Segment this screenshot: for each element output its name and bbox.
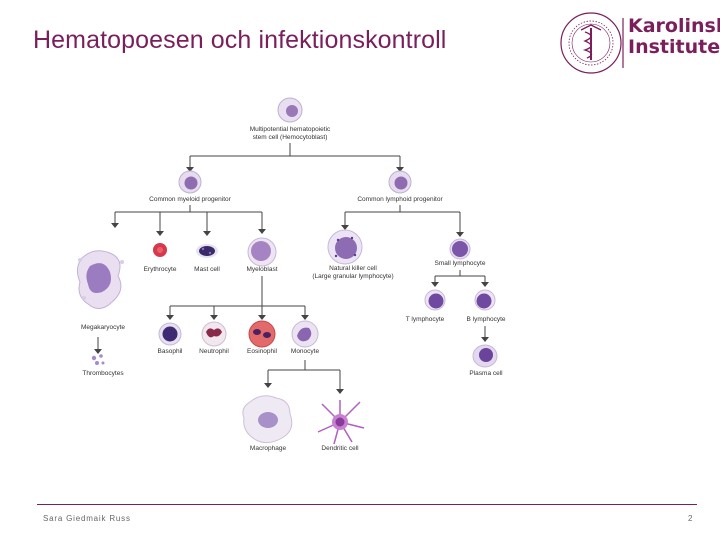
neutrophil-cell [201,321,227,347]
nk-cell [327,229,363,265]
karolinska-seal-icon [560,12,624,74]
dendritic-cell [317,400,365,445]
connector-arrowheads [94,167,489,394]
plasma-cell-label: Plasma cell [469,370,503,377]
karolinska-wordmark: Karolinska Institutet [628,16,720,58]
stem-cell-label: Multipotential hematopoietic stem cell (… [249,126,331,141]
footer-divider [37,504,697,505]
small-lymphocyte-label: Small lymphocyte [434,260,486,267]
macrophage-cell [242,395,293,444]
myeloid-progenitor-cell [178,170,202,194]
thrombocytes-label: Thrombocytes [82,370,124,377]
basophil-cell [158,322,182,346]
eosinophil-cell [248,320,276,348]
logo-name-line2: Institutet [628,36,720,58]
myeloblast-cell [247,237,277,267]
megakaryocyte-label: Megakaryocyte [80,324,126,331]
t-lymphocyte-cell [424,289,446,311]
nk-cell-label: Natural killer cell (Large granular lymp… [312,265,394,280]
t-lymphocyte-label: T lymphocyte [405,316,445,323]
eosinophil-label: Eosinophil [247,348,277,355]
monocyte-cell [291,320,319,348]
dendritic-cell-label: Dendritic cell [321,445,359,452]
plasma-cell [472,344,498,368]
myeloblast-label: Myeloblast [246,266,278,273]
erythrocyte-cell [153,243,167,257]
lymphoid-progenitor-label: Common lymphoid progenitor [357,196,443,203]
mast-cell-label: Mast cell [194,266,220,273]
basophil-label: Basophil [157,348,183,355]
myeloid-progenitor-label: Common myeloid progenitor [149,196,231,203]
page-number: 2 [688,514,693,523]
megakaryocyte-cell [76,250,124,309]
neutrophil-label: Neutrophil [199,348,229,355]
footer-author: Sara Giedmaik Russ [43,514,131,523]
slide-title: Hematopoesen och infektionskontroll [33,26,447,54]
small-lymphocyte-cell [449,238,471,260]
thrombocytes [91,354,105,365]
mast-cell [196,244,218,258]
logo-name-line1: Karolinska [628,15,720,37]
lymphoid-progenitor-cell [388,170,412,194]
b-lymphocyte-label: B lymphocyte [466,316,506,323]
erythrocyte-label: Erythrocyte [143,266,177,273]
monocyte-label: Monocyte [290,348,320,355]
b-lymphocyte-cell [474,289,496,311]
stem-cell [277,97,303,123]
macrophage-label: Macrophage [249,445,287,452]
